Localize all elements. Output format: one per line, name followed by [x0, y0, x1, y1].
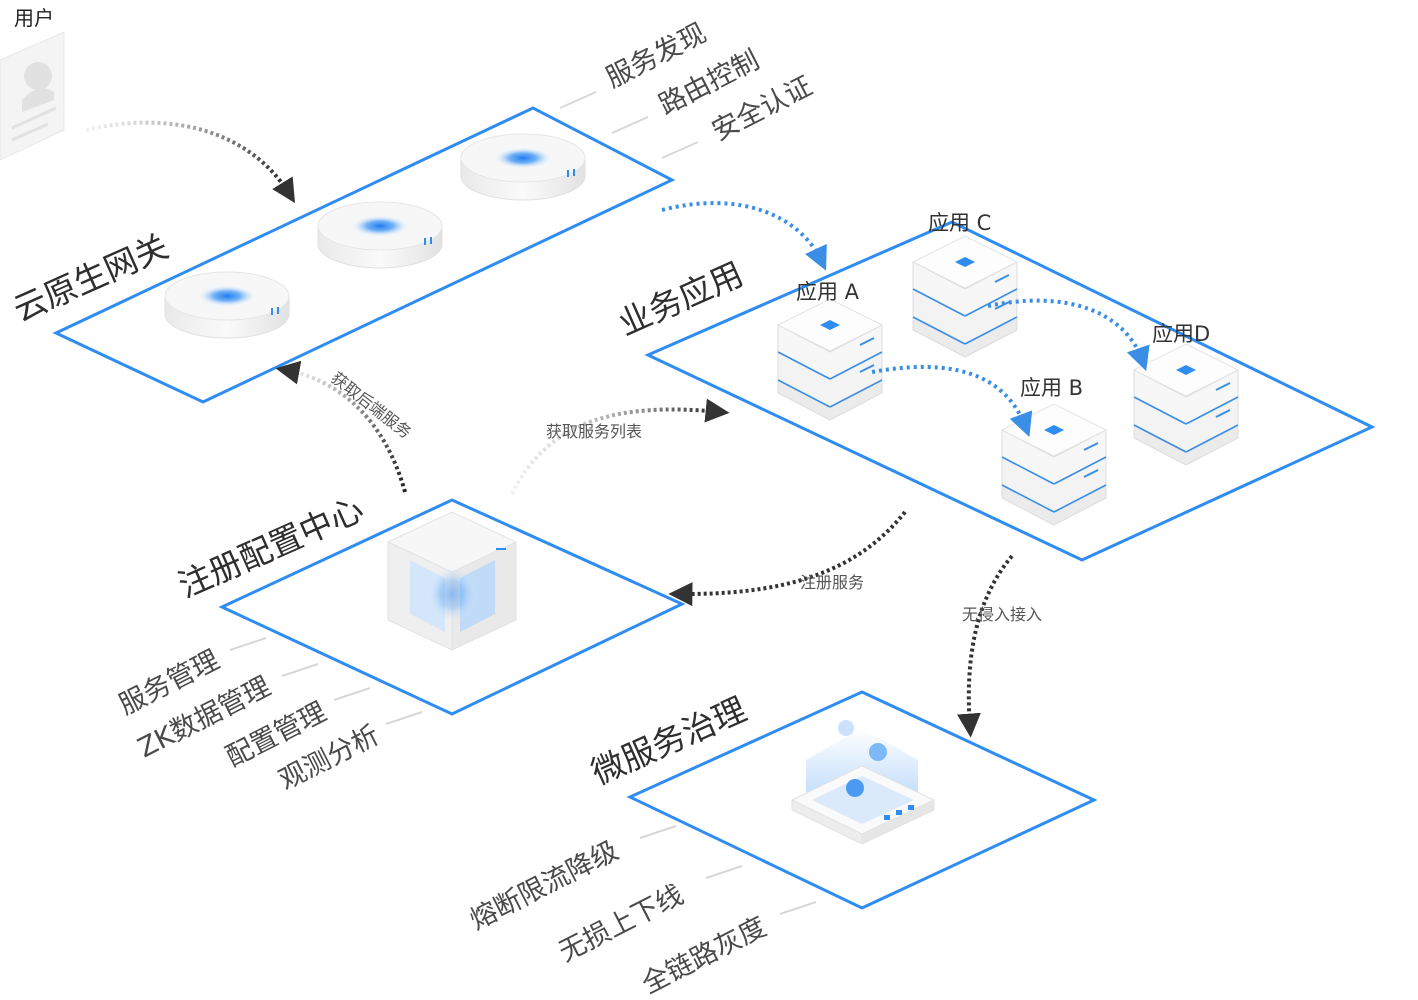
business-platform — [644, 220, 1376, 562]
gateway-platform — [52, 106, 676, 404]
governance-chip-icon — [790, 720, 936, 845]
governance-section: 微服务治理 熔断限流降级 无损上下线 全链路灰度 — [465, 690, 1098, 1000]
governance-platform — [626, 690, 1098, 910]
gateway-title: 云原生网关 — [7, 227, 174, 330]
app-d-server — [1133, 343, 1239, 466]
governance-feature-full-link-gray: 全链路灰度 — [637, 911, 771, 1000]
app-a-label: 应用 A — [796, 280, 860, 304]
arrow-fetch-backend — [275, 360, 407, 493]
app-b-label: 应用 B — [1020, 376, 1083, 400]
label-fetch-list: 获取服务列表 — [546, 422, 642, 441]
gateway-node-2 — [317, 201, 443, 269]
user-label: 用户 — [14, 6, 54, 30]
app-c-server — [912, 235, 1018, 358]
label-fetch-backend: 获取后端服务 — [328, 368, 415, 442]
app-c-label: 应用 C — [928, 211, 991, 235]
arrow-a-to-b — [871, 364, 1033, 437]
user-node: 用户 — [0, 6, 65, 161]
arrow-register — [668, 510, 907, 607]
arrow-gateway-to-apps — [661, 201, 827, 271]
arrow-non-intrusive — [956, 554, 1014, 738]
user-profile-icon — [0, 31, 65, 161]
arrow-fetch-list — [510, 398, 730, 495]
business-section: 业务应用 应用 C 应用 A 应用D 应用 B — [612, 211, 1376, 562]
governance-title: 微服务治理 — [585, 690, 752, 793]
business-title: 业务应用 — [612, 254, 748, 343]
app-b-server — [1001, 403, 1107, 526]
label-non-intrusive: 无侵入接入 — [962, 605, 1042, 624]
registry-cube-icon — [386, 511, 518, 651]
governance-feature-graceful-online-offline: 无损上下线 — [554, 879, 688, 968]
gateway-node-1 — [164, 271, 290, 339]
app-a-server — [777, 298, 883, 421]
gateway-section: 云原生网关 服务发现 路由控制 安全认证 — [7, 18, 817, 404]
registry-section: 注册配置中心 服务管理 ZK数据管理 配置管理 观测分析 — [114, 489, 686, 796]
arrow-user-to-gateway — [85, 120, 296, 204]
registry-title: 注册配置中心 — [172, 489, 369, 605]
app-d-label: 应用D — [1152, 322, 1210, 346]
label-register: 注册服务 — [800, 573, 864, 592]
arrow-c-to-d — [987, 298, 1150, 372]
gateway-node-3 — [460, 133, 586, 201]
